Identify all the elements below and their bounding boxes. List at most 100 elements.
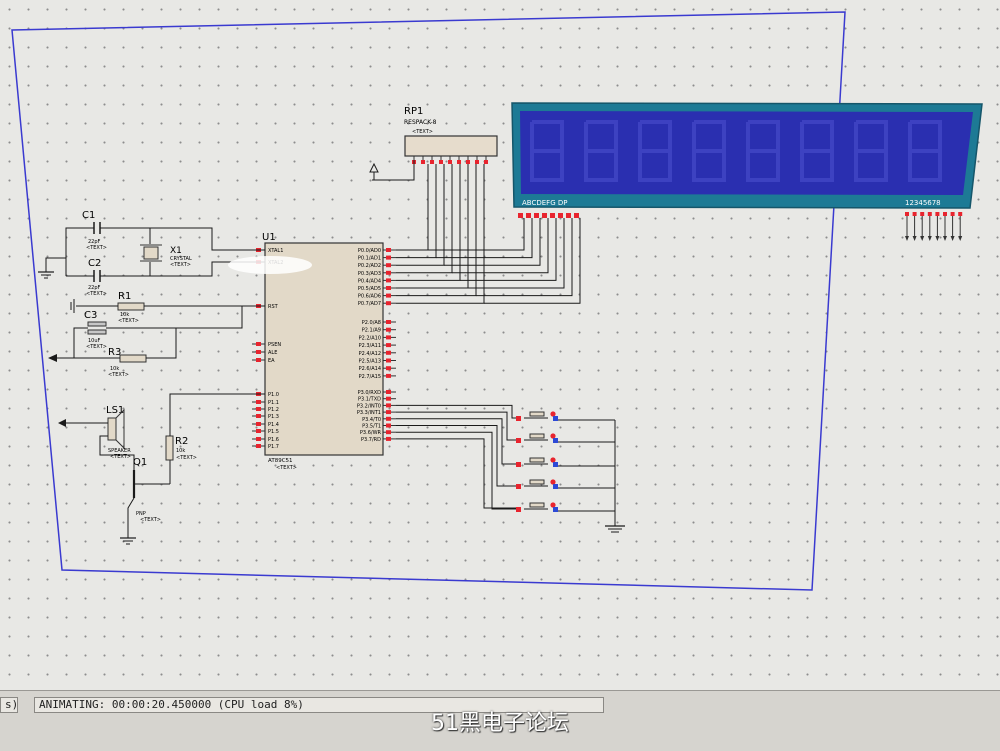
u1-right-pin-label: P2.5/A13 xyxy=(359,359,381,365)
segment-pin xyxy=(566,213,571,218)
u1-right-pin-label: P2.6/A14 xyxy=(359,366,381,372)
u1-right-pin xyxy=(386,436,391,441)
r1-text: <TEXT> xyxy=(118,318,139,324)
digit-glyph xyxy=(908,120,942,182)
r1-value: 10k xyxy=(120,312,129,318)
u1-right-pin-label: P3.2/INT0 xyxy=(357,403,381,409)
rp1-text: <TEXT> xyxy=(412,129,433,135)
u1-right-pin xyxy=(386,255,391,260)
push-button-3 xyxy=(396,418,615,467)
button-pin xyxy=(516,416,521,421)
screen-glare xyxy=(228,256,312,274)
u1-ref: U1 xyxy=(262,232,276,243)
power-arrow-icon xyxy=(48,354,57,362)
u1-left-pin-label: XTAL1 xyxy=(268,248,283,254)
u1-right-pin xyxy=(386,390,391,394)
button-state-dot xyxy=(550,502,556,508)
u1-part: AT89C51 xyxy=(268,458,293,464)
c2-value: 22pF xyxy=(88,285,101,291)
u1-right-pin xyxy=(386,430,391,435)
u1-right-pin-label: P0.3/AD3 xyxy=(358,271,381,277)
sheet-border xyxy=(11,11,846,591)
push-button-2 xyxy=(396,411,615,443)
watermark-text: 51黑电子论坛 xyxy=(431,711,569,736)
power-icon xyxy=(369,162,379,173)
u1-right-pin-label: P3.7/RD xyxy=(361,437,381,443)
u1-body xyxy=(264,242,384,456)
u1-right-pin xyxy=(386,350,391,355)
u1-right-pin xyxy=(386,343,391,348)
r2-ref: R2 xyxy=(175,436,188,447)
c3-ref: C3 xyxy=(84,310,97,321)
status-bar: s) ANIMATING: 00:00:20.450000 (CPU load … xyxy=(0,690,1000,751)
digit-pin xyxy=(935,212,940,216)
u1-microcontroller[interactable]: U1 XTAL1XTAL2RSTPSENALEEAP1.0P1.1P1.2P1.… xyxy=(252,232,396,471)
segment-pin xyxy=(574,213,579,218)
rp1-resistor-pack[interactable]: RP1 RESPACK-8 <TEXT> xyxy=(369,106,498,181)
digit-pin xyxy=(958,212,963,216)
digit-glyph xyxy=(692,120,726,182)
speaker-circuit[interactable]: LS1 SPEAKER <TEXT> Q1 PNP <TEXT> R2 10k … xyxy=(58,393,265,545)
reset-circuit[interactable]: R1 10k <TEXT> C3 10uF <TEXT> R3 10k <TEX… xyxy=(48,291,265,378)
u1-left-pin xyxy=(256,422,261,426)
digit-glyph xyxy=(638,120,672,182)
u1-left-pin xyxy=(256,414,261,418)
button-ground xyxy=(605,420,625,533)
u1-right-pin-label: P2.2/A10 xyxy=(359,335,381,341)
u1-left-pin xyxy=(256,342,261,346)
u1-text: <TEXT> xyxy=(276,465,297,471)
u1-right-pin-label: P3.5/T1 xyxy=(362,424,381,430)
rp1-pin xyxy=(466,160,470,164)
u1-left-pin-label: PSEN xyxy=(268,342,281,348)
u1-right-pin xyxy=(386,410,391,415)
button-pin xyxy=(516,484,521,489)
button-icon xyxy=(529,479,545,485)
u1-right-pin-label: P0.7/AD7 xyxy=(358,301,381,307)
segment-pin xyxy=(534,213,539,218)
u1-right-pin xyxy=(386,286,391,290)
status-message: ANIMATING: 00:00:20.450000 (CPU load 8%) xyxy=(34,697,604,713)
r3-resistor xyxy=(119,354,147,363)
u1-left-pin xyxy=(256,407,261,411)
push-button-5 xyxy=(396,431,615,512)
button-pin xyxy=(553,507,558,512)
display-screen xyxy=(520,111,973,195)
seven-segment-display[interactable]: ABCDEFG DP 12345678 xyxy=(511,102,983,241)
rp1-pins xyxy=(412,156,488,164)
button-array[interactable] xyxy=(396,404,615,512)
button-state-dot xyxy=(550,479,556,485)
u1-right-pin-label: P0.2/AD2 xyxy=(358,263,381,269)
ls1-value: SPEAKER xyxy=(108,448,131,454)
r3-value: 10k xyxy=(110,366,119,372)
u1-right-pin xyxy=(386,320,391,324)
schematic-drawing[interactable]: RP1 RESPACK-8 <TEXT> ABCDEFG DP 12345678… xyxy=(0,0,1000,690)
u1-right-pins: P0.0/AD0P0.1/AD1P0.2/AD2P0.3/AD3P0.4/AD4… xyxy=(357,248,396,443)
c1-text: <TEXT> xyxy=(86,245,107,251)
rp1-pin xyxy=(439,160,443,164)
schematic-canvas[interactable]: RP1 RESPACK-8 <TEXT> ABCDEFG DP 12345678… xyxy=(0,0,1000,690)
digit-glyph xyxy=(746,120,780,182)
u1-right-pin-label: P3.4/T0 xyxy=(362,417,381,423)
segment-pin xyxy=(558,213,563,218)
button-pin xyxy=(553,462,558,467)
u1-left-pin-label: P1.2 xyxy=(268,407,279,413)
digit-pin xyxy=(905,212,909,216)
crystal-circuit[interactable]: C1 22pF <TEXT> C2 22pF <TEXT> X1 CRYSTAL… xyxy=(38,210,265,297)
u1-right-pin xyxy=(386,423,391,428)
u1-right-pin xyxy=(386,301,391,306)
u1-left-pin-label: RST xyxy=(268,304,279,310)
u1-right-pin-label: P2.7/A15 xyxy=(359,374,381,380)
u1-right-pin-label: P3.1/TXD xyxy=(358,397,381,403)
r3-ref: R3 xyxy=(108,347,121,358)
u1-right-pin-label: P0.5/AD5 xyxy=(358,286,381,292)
u1-right-pin-label: P2.3/A11 xyxy=(359,343,381,349)
u1-right-pin xyxy=(386,278,391,283)
u1-left-pin-label: EA xyxy=(268,358,275,364)
u1-right-pin xyxy=(386,396,391,401)
u1-right-pin-label: P2.0/A8 xyxy=(362,320,381,326)
r1-ref: R1 xyxy=(118,291,131,302)
rp1-pin xyxy=(421,160,425,164)
segment-pin xyxy=(518,213,523,218)
r3-text: <TEXT> xyxy=(108,372,129,378)
u1-right-pin xyxy=(386,358,391,363)
